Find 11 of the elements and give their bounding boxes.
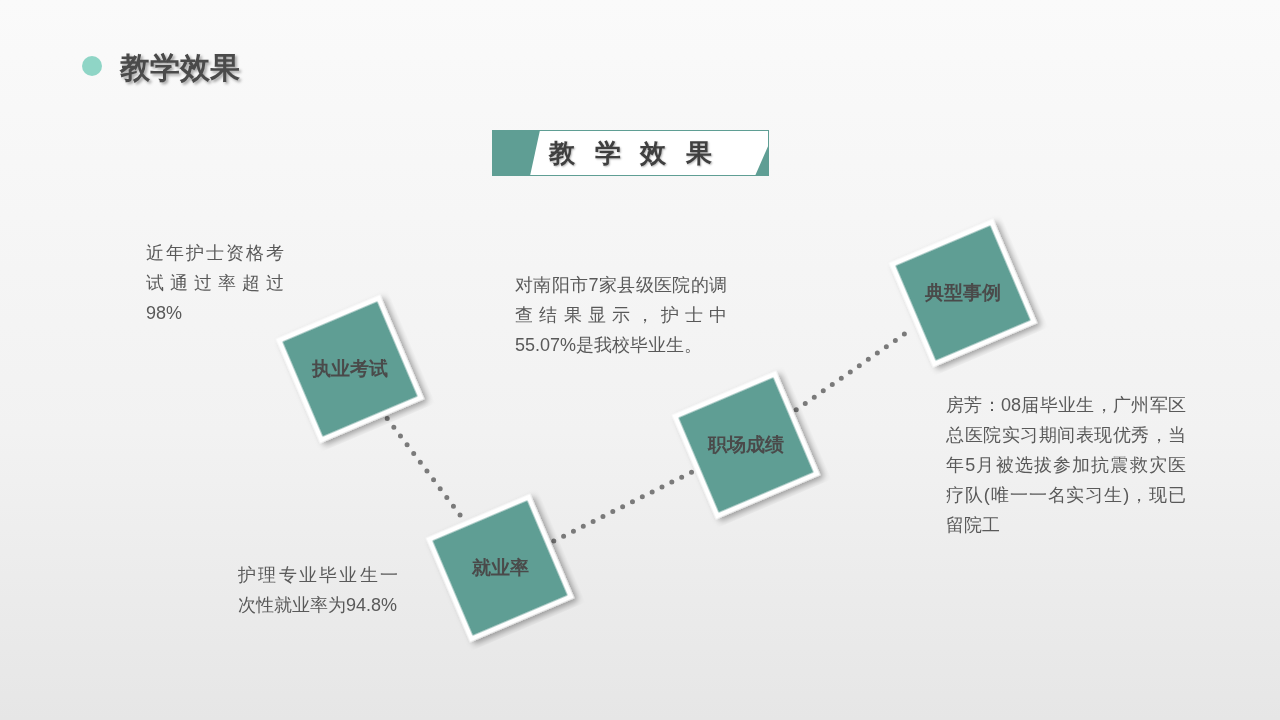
description-text: 近年护士资格考试通过率超过98% <box>146 242 284 325</box>
card-label: 执业考试 <box>310 357 389 381</box>
title-banner: 教学效果 <box>492 130 769 176</box>
description-text: 对南阳市7家县级医院的调查结果显示，护士中55.07%是我校毕业生。 <box>515 274 727 357</box>
description-text: 房芳：08届毕业生，广州军区总医院实习期间表现优秀，当年5月被选拔参加抗震救灾医疗队(唯一一名实习生)，现已留院工 <box>946 394 1186 537</box>
description-text: 护理专业毕业生一次性就业率为94.8% <box>238 564 398 617</box>
dotted-connector <box>551 469 695 544</box>
card-label: 就业率 <box>470 556 530 580</box>
page-title: 教学效果 <box>120 50 240 86</box>
card-label: 典型事例 <box>924 281 1002 305</box>
card-label: 职场成绩 <box>706 433 785 457</box>
